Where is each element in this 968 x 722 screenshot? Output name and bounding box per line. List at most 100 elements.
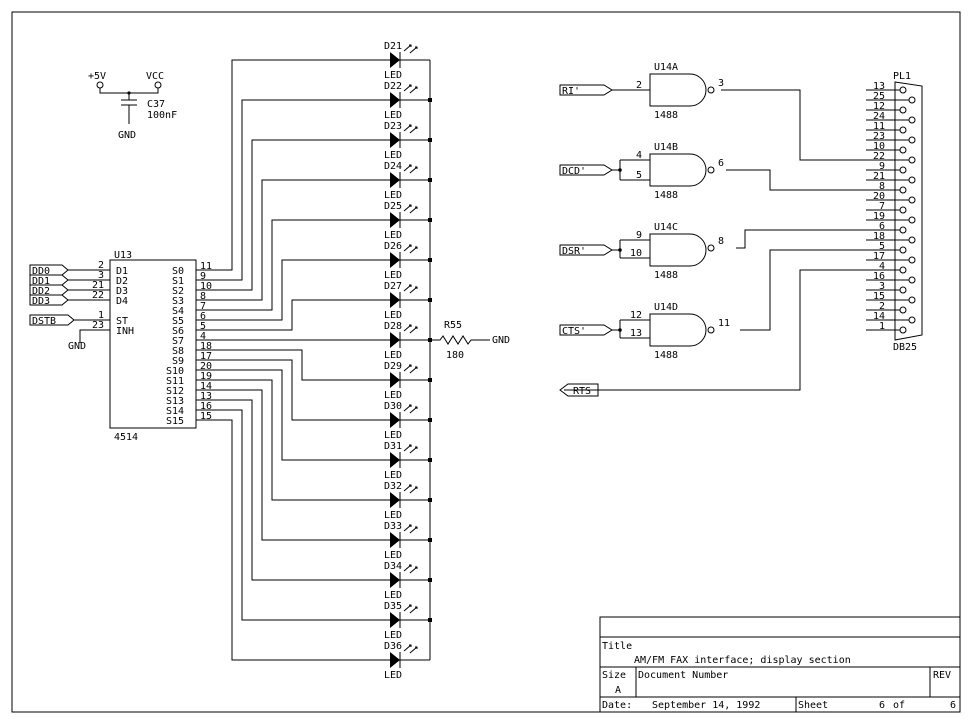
output-wire-s3 xyxy=(196,179,390,301)
decoder-output-name: S13 xyxy=(166,396,184,407)
led-triangle xyxy=(390,212,400,228)
inhibit-gnd-label: GND xyxy=(68,341,86,352)
led-ref: D22 xyxy=(384,81,402,92)
led-light-arrows xyxy=(403,564,418,574)
input-port-dd1 xyxy=(29,274,69,286)
decoder-output-name: S11 xyxy=(166,376,184,387)
decoder-output-name: S1 xyxy=(172,276,184,287)
inhibit-wire xyxy=(79,329,110,343)
connector-pin-19 xyxy=(908,216,916,224)
date-label: Date: xyxy=(602,700,632,711)
led-triangle xyxy=(390,172,400,188)
gate-body xyxy=(649,233,707,267)
connector-pin-number: 18 xyxy=(873,231,885,242)
led-bar xyxy=(399,412,430,428)
led-value: LED xyxy=(384,390,402,401)
connector-pin-7 xyxy=(899,206,907,214)
led-bar xyxy=(399,212,430,228)
cap-ref: C37 xyxy=(147,99,165,110)
decoder-output-name: S5 xyxy=(172,316,184,327)
gate-part: 1488 xyxy=(654,270,678,281)
led-triangle xyxy=(390,332,400,348)
led-ref: D35 xyxy=(384,601,402,612)
output-wire-s11 xyxy=(196,379,390,501)
decoder-output-name: S14 xyxy=(166,406,184,417)
gate-pin-number: 6 xyxy=(718,158,724,169)
decoder-pin-number: 10 xyxy=(200,281,212,292)
of-label: of xyxy=(893,700,905,711)
input-port-label: RI' xyxy=(562,86,580,97)
gate-part: 1488 xyxy=(654,350,678,361)
gate-pin-number: 8 xyxy=(718,236,724,247)
led-bar xyxy=(399,652,430,668)
gate-ref: U14A xyxy=(654,62,678,73)
led-light-arrows xyxy=(403,444,418,454)
input-port-dd2 xyxy=(29,284,69,296)
connector-pin-2 xyxy=(899,306,907,314)
junction xyxy=(618,248,622,252)
led-triangle xyxy=(390,132,400,148)
decoder-output-name: S9 xyxy=(172,356,184,367)
led-bar xyxy=(399,492,430,508)
input-port-label: DSR' xyxy=(562,246,586,257)
led-ref: D21 xyxy=(384,41,402,52)
decoupling-cap-c37: +5V VCC C37 100nF GND xyxy=(88,71,177,141)
gate-output-bubble xyxy=(707,166,715,174)
resistor-r55: R55 180 GND xyxy=(430,320,510,361)
decoder-part: 4514 xyxy=(114,432,138,443)
connector-pin-number: 13 xyxy=(873,81,885,92)
output-wire-s5 xyxy=(196,259,390,321)
led-light-arrows xyxy=(403,324,418,334)
gate-output-bubble xyxy=(707,86,715,94)
connector-pin-number: 24 xyxy=(873,111,885,122)
decoder-output-name: S0 xyxy=(172,266,184,277)
gate-pin-number: 2 xyxy=(636,80,642,91)
connector-shell xyxy=(894,81,923,341)
input-port-label: DD1 xyxy=(32,276,50,287)
led-ref: D27 xyxy=(384,281,402,292)
decoder-pin-number: 5 xyxy=(200,321,206,332)
led-triangle xyxy=(390,452,400,468)
led-bar xyxy=(399,332,430,348)
output-wire-s2 xyxy=(196,139,390,291)
input-port-dd0 xyxy=(29,264,69,276)
decoder-pin-number: 7 xyxy=(200,301,206,312)
decoder-inputs: DD02D1DD13D2DD221D3DD322D4DSTB1ST23INHGN… xyxy=(29,260,134,352)
date-value: September 14, 1992 xyxy=(652,700,760,711)
led-value: LED xyxy=(384,510,402,521)
connector-pin-3 xyxy=(899,286,907,294)
led-value: LED xyxy=(384,350,402,361)
led-light-arrows xyxy=(403,44,418,54)
connector-pin-8 xyxy=(899,186,907,194)
connector-pin-6 xyxy=(899,226,907,234)
led-ref: D25 xyxy=(384,201,402,212)
decoder-pin-name: ST xyxy=(116,316,128,327)
connector-pin-22 xyxy=(908,156,916,164)
size-value: A xyxy=(615,685,621,696)
led-light-arrows xyxy=(403,404,418,414)
decoder-pin-number: 11 xyxy=(200,261,212,272)
connector-pin-number: 5 xyxy=(879,241,885,252)
connector-pin-15 xyxy=(908,296,916,304)
decoder-body xyxy=(109,259,197,429)
decoder-pin-name: D3 xyxy=(116,286,128,297)
led-value: LED xyxy=(384,110,402,121)
decoder-pin-number: 22 xyxy=(92,290,104,301)
connector-pin-number: 21 xyxy=(873,171,885,182)
led-ref: D29 xyxy=(384,361,402,372)
decoder-pin-number: 20 xyxy=(200,361,212,372)
rts-label: RTS xyxy=(573,386,591,397)
led-triangle xyxy=(390,532,400,548)
decoder-pin-number: 14 xyxy=(200,381,212,392)
decoder-pin-number: 23 xyxy=(92,320,104,331)
decoder-pin-name: D2 xyxy=(116,276,128,287)
connector-pin-number: 16 xyxy=(873,271,885,282)
connector-pin-number: 4 xyxy=(879,261,885,272)
led-triangle xyxy=(390,412,400,428)
resistor-gnd-label: GND xyxy=(492,335,510,346)
title-block: Title AM/FM FAX interface; display secti… xyxy=(599,616,961,713)
